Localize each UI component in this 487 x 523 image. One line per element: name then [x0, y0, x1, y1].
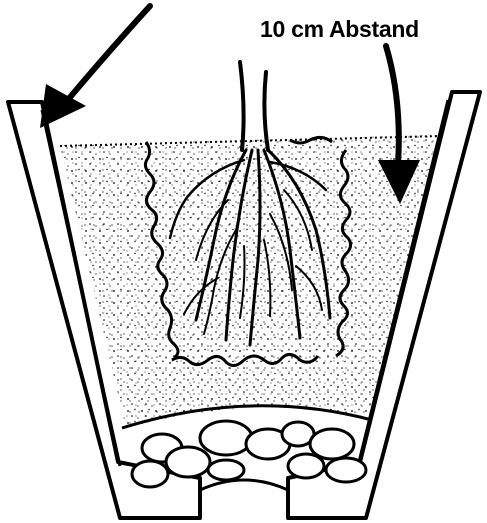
distance-label: 10 cm Abstand [260, 16, 484, 43]
drainage-hole [200, 480, 288, 490]
arrow-icon [40, 6, 150, 128]
drainage-stones [132, 421, 366, 487]
